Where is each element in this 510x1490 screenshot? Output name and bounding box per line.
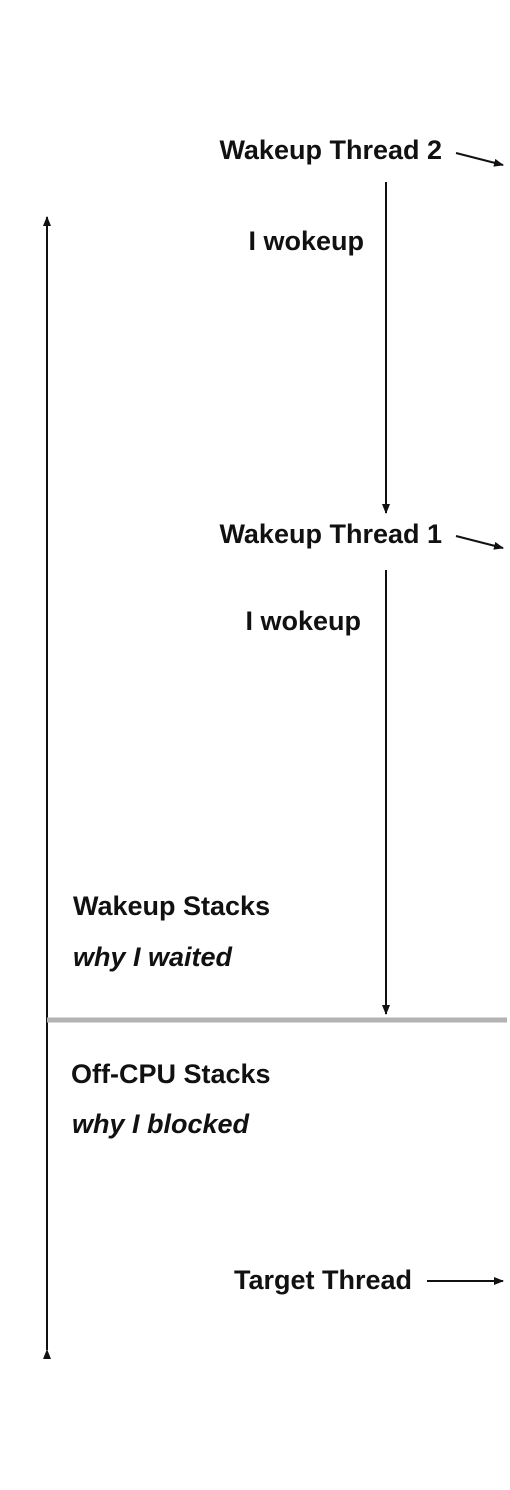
i-wokeup-label-1: I wokeup [245,606,361,636]
wakeup-stacks-label: Wakeup Stacks [73,891,271,921]
wakeup-stacks-subtitle: why I waited [73,942,233,972]
offcpu-stacks-subtitle: why I blocked [72,1109,250,1139]
wakeup-thread-1-label: Wakeup Thread 1 [219,519,442,549]
target-thread-label: Target Thread [233,1265,412,1295]
offcpu-stacks-label: Off-CPU Stacks [71,1059,271,1089]
wakeup-thread-2-label: Wakeup Thread 2 [219,135,442,165]
wakeup-thread-2-pointer-arrow [455,152,504,167]
i-wokeup-label-2: I wokeup [248,226,364,256]
wakeup-thread-1-pointer-arrow [455,535,504,550]
